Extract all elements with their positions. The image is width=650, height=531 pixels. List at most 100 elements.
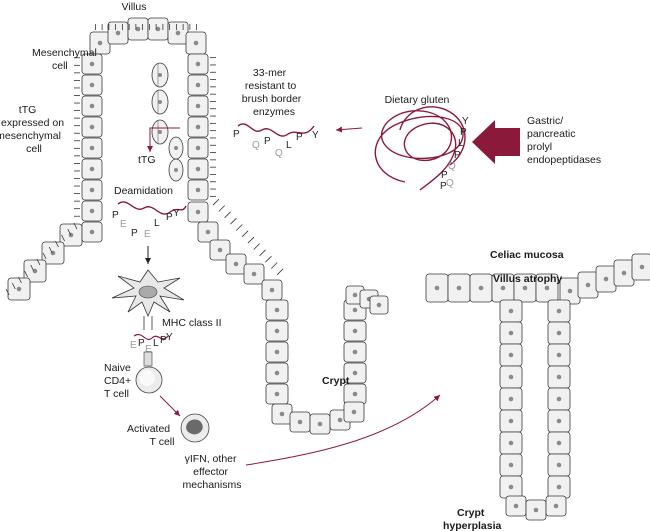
effector-arrow <box>245 394 441 466</box>
mhc-class-ii-complex: E P E L P Y <box>130 316 173 367</box>
gluten-residue: P <box>441 170 448 181</box>
33mer-residue: Q <box>275 148 283 159</box>
cell-nucleus <box>603 276 609 282</box>
microvillus <box>48 246 53 254</box>
naive-to-activated-arrow <box>159 395 181 417</box>
33mer-to-ttg-arrow <box>147 127 180 152</box>
cell-nucleus <box>508 440 514 446</box>
cell-nucleus <box>456 285 462 291</box>
cell-nucleus <box>556 352 562 358</box>
33mer-residues: P Q P Q L P Y <box>233 129 319 159</box>
cell-nucleus <box>639 264 645 270</box>
cell-nucleus <box>544 285 550 291</box>
cell-nucleus <box>508 396 514 402</box>
microvillus <box>73 222 78 230</box>
cell-nucleus <box>556 484 562 490</box>
mhc-residue: L <box>153 338 159 349</box>
microvilli-brush-border <box>5 24 284 296</box>
cell-nucleus <box>352 349 358 355</box>
deamidation-label: Deamidation <box>114 185 173 197</box>
cell-nucleus <box>567 288 573 294</box>
activated-t-cell <box>180 413 210 443</box>
microvillus <box>36 258 41 266</box>
crypt-hyperplasia-label: Crypt hyperplasia <box>443 507 502 531</box>
cell-nucleus <box>556 374 562 380</box>
cell-nucleus <box>279 411 285 417</box>
gluten-residue: P <box>460 127 467 138</box>
microvillus <box>42 252 47 260</box>
ttg-label: tTG <box>138 154 156 166</box>
deamidated-peptide <box>117 201 187 215</box>
cell-nucleus <box>352 328 358 334</box>
microvillus <box>265 255 272 263</box>
dietary-gluten-coil <box>374 106 466 191</box>
naive-t-cell-label: Naive CD4+ T cell <box>104 362 134 400</box>
cell-nucleus <box>195 166 201 172</box>
cell-nucleus <box>68 232 74 238</box>
cell-nucleus <box>500 285 506 291</box>
microvillus <box>55 240 59 248</box>
microvillus <box>61 234 65 242</box>
cell-nucleus <box>16 286 22 292</box>
endopeptidases-label: Gastric/ pancreatic prolyl endopeptidase… <box>527 115 601 166</box>
deamidated-residue: Y <box>173 208 180 219</box>
mhc-class-ii-label: MHC class II <box>162 317 222 329</box>
cell-nucleus <box>352 307 358 313</box>
mesenchymal-cells <box>151 62 184 182</box>
cell-nucleus <box>89 103 95 109</box>
dietary-gluten-label: Dietary gluten <box>385 94 450 106</box>
cell-nucleus <box>508 418 514 424</box>
cell-nucleus <box>297 419 303 425</box>
33mer-residue: Q <box>252 140 260 151</box>
cell-nucleus <box>556 462 562 468</box>
cell-nucleus <box>97 40 103 46</box>
cell-nucleus <box>352 292 358 298</box>
microvillus <box>11 282 16 290</box>
cell-nucleus <box>478 285 484 291</box>
cell-nucleus <box>508 374 514 380</box>
cell-nucleus <box>508 462 514 468</box>
celiac-mucosa-label: Celiac mucosa <box>490 249 564 261</box>
cell-nucleus <box>217 247 223 253</box>
deamidated-residue: E <box>144 229 151 240</box>
cell-nucleus <box>195 82 201 88</box>
cell-nucleus <box>155 26 161 32</box>
villus-atrophy-label: Villus atrophy <box>493 273 562 285</box>
cell-nucleus <box>351 409 357 415</box>
cell-nucleus <box>89 208 95 214</box>
cell-nucleus <box>89 229 95 235</box>
microvillus <box>212 198 220 206</box>
deamidated-residue: L <box>154 218 160 229</box>
microvillus <box>5 288 10 296</box>
cell-nucleus <box>556 308 562 314</box>
cell-nucleus <box>508 484 514 490</box>
cell-nucleus <box>175 30 181 36</box>
33mer-residue: Y <box>312 130 319 141</box>
microvillus <box>235 224 243 231</box>
cell-nucleus <box>89 61 95 67</box>
cell-nucleus <box>434 285 440 291</box>
cell-nucleus <box>193 40 199 46</box>
effector-label: γIFN, other effector mechanisms <box>183 453 242 491</box>
mhc-residue: P <box>160 335 167 346</box>
cell-nucleus <box>195 103 201 109</box>
cell-nucleus <box>556 396 562 402</box>
deamidated-residue: P <box>131 228 138 239</box>
cell-nucleus <box>274 307 280 313</box>
cell-nucleus <box>274 328 280 334</box>
33mer-residue: L <box>286 140 292 151</box>
cell-nucleus <box>274 349 280 355</box>
gluten-residue: L <box>458 138 464 149</box>
cell-nucleus <box>274 370 280 376</box>
33mer-residue: P <box>264 136 271 147</box>
cell-nucleus <box>32 268 38 274</box>
deamidated-residue: E <box>120 219 127 230</box>
cell-nucleus <box>585 282 591 288</box>
cell-nucleus <box>251 271 257 277</box>
cell-nucleus <box>269 287 275 293</box>
microvillus <box>276 268 284 276</box>
cell-nucleus <box>89 166 95 172</box>
endopeptidase-arrow <box>472 120 520 164</box>
villus-label: Villus <box>122 1 147 13</box>
